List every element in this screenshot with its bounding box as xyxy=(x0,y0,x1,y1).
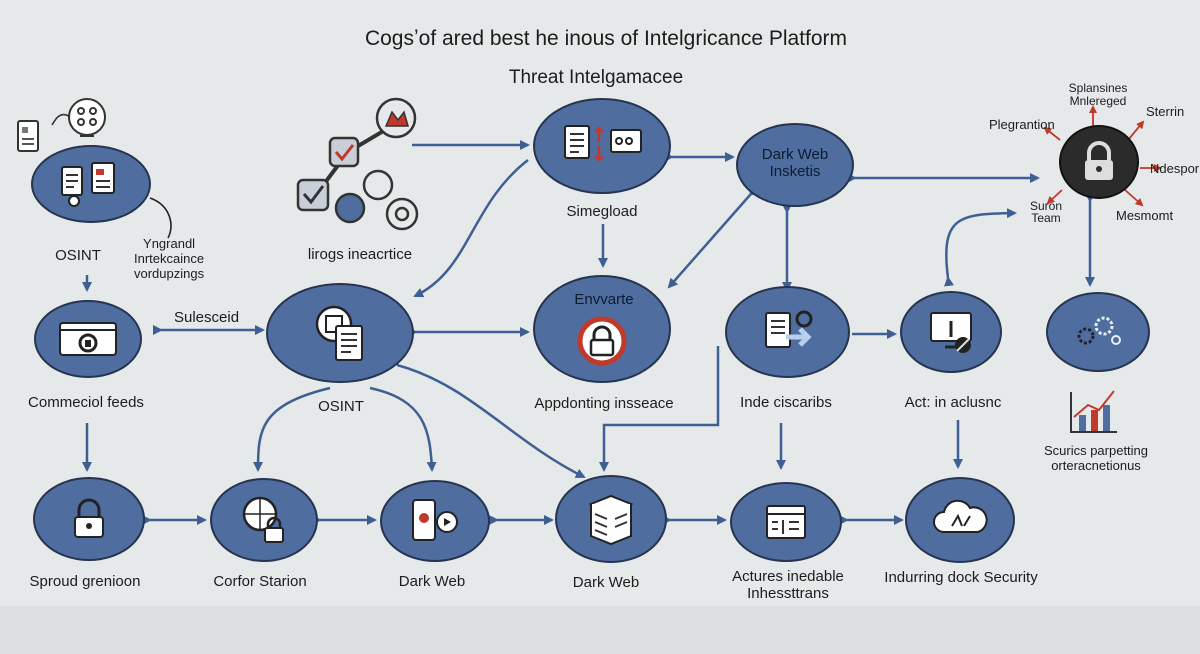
bottom-band xyxy=(0,606,1200,654)
label-mesmomt: Mesmomt xyxy=(1116,208,1174,223)
node-dark-web-1[interactable] xyxy=(380,480,490,562)
globe-lock-icon xyxy=(242,496,284,543)
label-yngrandl: Yngrandl Inrtekcaince vordupzings xyxy=(134,236,205,281)
node-indurring-dock[interactable] xyxy=(905,477,1015,563)
node-act-in-aclusnc[interactable] xyxy=(900,291,1002,373)
lock-target-icon xyxy=(577,316,627,366)
arrow-osint-left-curve xyxy=(253,386,331,472)
files-bulb-icon xyxy=(17,98,106,152)
label-suron-team: Suron Team xyxy=(1029,199,1063,225)
label-envvarte: Envvarte xyxy=(574,291,634,308)
browser-gear-icon xyxy=(59,322,117,356)
node-corfor-starion[interactable] xyxy=(210,478,318,562)
label-indurring-dock: Indurring dock Security xyxy=(884,569,1038,586)
arrow-inde-darkweb-elbow xyxy=(599,346,720,472)
arrow-darkweb-envvarte xyxy=(667,185,760,289)
label-corfor-starion: Corfor Starion xyxy=(213,573,307,590)
node-commercial-feeds[interactable] xyxy=(34,300,142,378)
label-dark-web-1: Dark Web xyxy=(398,573,466,590)
phone-media-icon xyxy=(412,499,458,541)
label-dark-web-insketis: Dark Web Insketis xyxy=(761,146,829,180)
label-inde-ciscaribs: Inde ciscaribs xyxy=(740,394,832,411)
label-actures-inedable: Actures inedable Inhessttrans xyxy=(732,568,844,602)
label-osint-top: OSINT xyxy=(55,247,101,264)
spoke-left xyxy=(1043,126,1061,141)
label-splansines: Splansines Mnlereged xyxy=(1068,81,1128,108)
node-dark-web-2[interactable] xyxy=(555,475,667,563)
label-ndesper: Ndespor xyxy=(1150,161,1200,176)
node-envvarte[interactable] xyxy=(533,275,671,383)
label-appdonting: Appdonting insseace xyxy=(534,395,674,412)
label-sources-parsetting: Scurics parpetting orteracnetionus xyxy=(1043,443,1149,473)
label-sulesceid: Sulesceid xyxy=(174,309,240,326)
gears-icon xyxy=(1077,316,1121,345)
node-inde-ciscaribs[interactable] xyxy=(725,286,850,378)
spoke-bottom-right xyxy=(1124,189,1144,207)
arrow-simegload-osint-curve xyxy=(413,159,529,298)
label-simegload: Simegload xyxy=(566,203,638,220)
node-osint-center[interactable] xyxy=(266,283,414,383)
node-osint-documents[interactable] xyxy=(31,145,151,223)
diagram-subtitle: Threat Intelgamacee xyxy=(508,67,684,88)
lock-icon xyxy=(1085,141,1113,180)
documents-exchange-icon xyxy=(564,125,642,162)
documents-icon xyxy=(61,162,115,207)
node-lock-center[interactable] xyxy=(1059,125,1139,199)
label-lirogs: lirogs ineacrtice xyxy=(307,246,413,263)
diagram-title: Cogsʼof ared best he inous of Intelgrica… xyxy=(364,27,848,50)
node-simegload[interactable] xyxy=(533,98,671,194)
node-dark-web-insketis[interactable] xyxy=(736,123,854,207)
label-act-in-aclusnc: Act: in aclusnc xyxy=(904,394,1002,411)
spoke-top-right xyxy=(1127,120,1145,141)
node-actures-inedable[interactable] xyxy=(730,482,842,562)
label-osint-center: OSINT xyxy=(318,398,364,415)
bar-chart-icon xyxy=(1070,390,1117,433)
node-sproud-grenoon[interactable] xyxy=(33,477,145,561)
server-box-icon xyxy=(588,494,634,546)
bracket-line xyxy=(149,197,172,239)
monitor-tools-icon xyxy=(930,312,972,353)
document-search-icon xyxy=(315,305,363,361)
padlock-icon xyxy=(74,498,104,538)
label-sterrin: Sterrin xyxy=(1146,104,1185,119)
document-arrow-icon xyxy=(764,310,812,348)
checklist-graph-icon xyxy=(296,97,419,231)
label-sproud-grenoon: Sproud grenioon xyxy=(29,573,141,590)
cloud-chat-icon xyxy=(933,499,988,533)
arrow-osint-darkweb-curve xyxy=(396,363,586,479)
label-dark-web-2: Dark Web xyxy=(572,574,640,591)
arrow-act-suron-curve xyxy=(944,208,1017,287)
label-commercial-feeds: Commeciol feeds xyxy=(28,394,144,411)
label-plegrantion: Plegrantion xyxy=(989,117,1055,132)
calendar-checklist-icon xyxy=(766,505,806,539)
node-gears[interactable] xyxy=(1046,292,1150,372)
spoke-bottom-left xyxy=(1046,189,1063,205)
arrow-osint-right-curve xyxy=(369,386,437,472)
